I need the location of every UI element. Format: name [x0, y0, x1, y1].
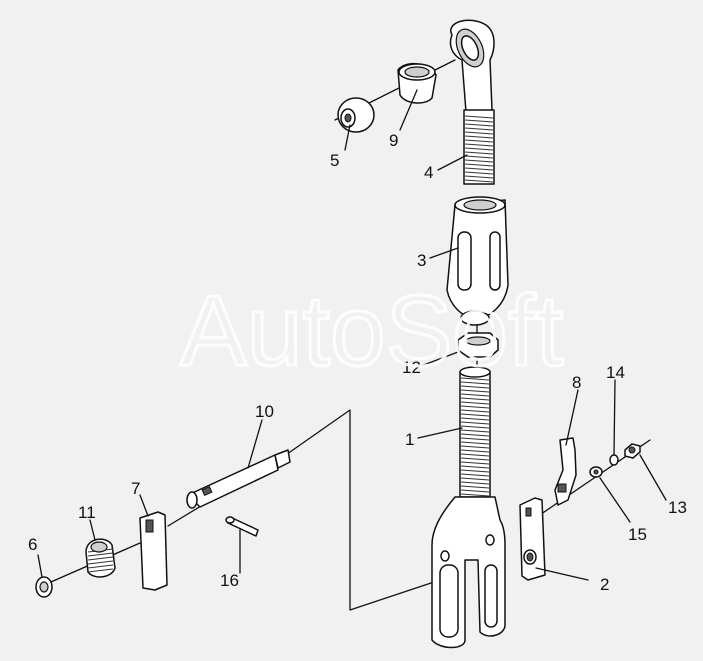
callout-labels: 5 9 4 3 12 1 2 8 14 15 13 10 16 7 11 6 — [28, 131, 687, 594]
part-4-rod-end — [449, 19, 495, 185]
part-3-sleeve — [446, 196, 509, 326]
part-1-fork-link — [431, 366, 506, 649]
part-2-plate — [519, 497, 546, 581]
callout-1: 1 — [405, 430, 414, 449]
callout-2: 2 — [600, 575, 609, 594]
callout-11: 11 — [78, 503, 96, 522]
callout-12: 12 — [402, 358, 421, 377]
callout-3: 3 — [417, 251, 426, 270]
callout-7: 7 — [131, 479, 140, 498]
part-8-bracket — [554, 437, 577, 506]
part-5-ball — [337, 97, 375, 133]
parts-13-15-fasteners — [589, 443, 641, 478]
callout-13: 13 — [668, 498, 687, 517]
callout-5: 5 — [330, 151, 339, 170]
callout-10: 10 — [255, 402, 274, 421]
callout-8: 8 — [572, 373, 581, 392]
callout-14: 14 — [606, 363, 625, 382]
callout-15: 15 — [628, 525, 647, 544]
callout-4: 4 — [424, 163, 433, 182]
part-16-cotter-pin — [225, 516, 259, 537]
part-6-washer — [35, 576, 53, 598]
callout-9: 9 — [389, 131, 398, 150]
part-7-plate — [139, 511, 168, 591]
part-10-pin — [186, 449, 291, 509]
callout-16: 16 — [220, 571, 239, 590]
leader-lines — [37, 89, 667, 581]
part-11-spring — [85, 538, 116, 578]
watermark-text: AutoSoft — [180, 275, 564, 387]
part-9-bushing — [397, 63, 437, 104]
callout-6: 6 — [28, 535, 37, 554]
part-12-nut — [457, 332, 499, 358]
